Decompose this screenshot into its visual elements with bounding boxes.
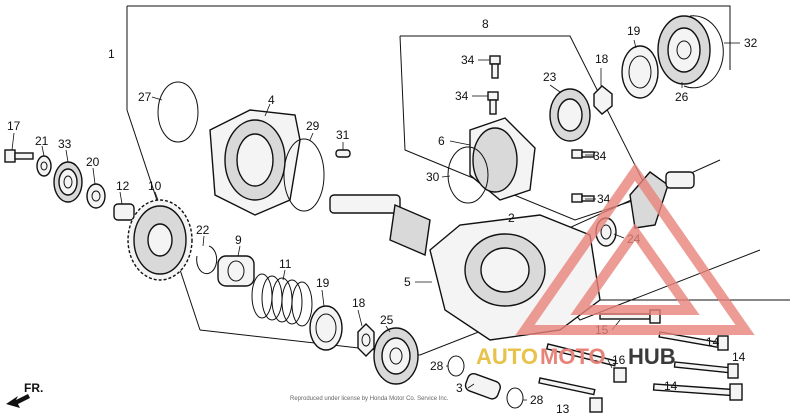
callout-14-a: 14 [706, 335, 720, 349]
callout-26: 26 [675, 90, 689, 104]
callout-11: 11 [279, 257, 292, 271]
front-direction-arrow: FR. [6, 381, 43, 408]
part-12-bushing [113, 191, 135, 221]
callout-8: 8 [482, 17, 489, 31]
part-10-gear [127, 191, 193, 281]
callout-10: 10 [148, 179, 162, 193]
callout-34-b: 34 [455, 89, 469, 103]
part-5-gear-case [415, 214, 601, 341]
part-4-housing [209, 103, 301, 216]
callout-19-lower: 19 [316, 276, 330, 290]
part-32-snap-ring [683, 15, 740, 89]
callout-34-a: 34 [461, 53, 475, 67]
part-21-washer [36, 145, 52, 177]
callout-14-b: 14 [732, 350, 746, 364]
watermark-text-auto: AUTO [476, 344, 538, 369]
callout-5: 5 [404, 275, 411, 289]
callout-3: 3 [456, 381, 463, 395]
callout-31: 31 [336, 128, 350, 142]
callout-30: 30 [426, 170, 440, 184]
callout-34-d: 34 [597, 192, 611, 206]
part-34-bolt-c [571, 149, 595, 159]
part-26-bearing [657, 15, 711, 88]
callout-32: 32 [744, 36, 758, 50]
part-33-bearing [53, 149, 83, 203]
part-6-bearing-holder [449, 117, 536, 201]
callout-34-c: 34 [593, 149, 607, 163]
callout-14-c: 14 [664, 379, 678, 393]
part-34-bolt-d [571, 193, 596, 203]
part-34-bolt-b [472, 91, 499, 115]
part-19-bearing-race-lower [309, 289, 343, 351]
part-28-o-ring-upper [446, 355, 465, 377]
part-34-bolt-a [478, 55, 501, 79]
watermark-text-moto: MOTO [540, 344, 606, 369]
part-22-circlip [196, 235, 218, 275]
part-18-lock-nut-upper [593, 68, 613, 115]
part-27-o-ring [151, 81, 199, 143]
part-13-bolt [538, 377, 603, 413]
assembly-frame-1 [127, 5, 731, 70]
pinion-shaft [329, 194, 431, 257]
callout-2: 2 [508, 211, 515, 225]
watermark-triangle-icon [515, 163, 755, 335]
callout-23: 23 [543, 70, 557, 84]
callout-25: 25 [380, 313, 394, 327]
callout-20: 20 [86, 155, 100, 169]
part-29-o-ring [283, 132, 325, 212]
callout-12: 12 [116, 179, 130, 193]
copyright-text: Reproduced under license by Honda Motor … [290, 396, 449, 402]
part-20-collar [86, 167, 106, 209]
callout-21: 21 [35, 134, 49, 148]
callout-33: 33 [58, 137, 72, 151]
part-19-bearing-race-upper [621, 39, 659, 99]
part-30-o-ring [441, 146, 489, 204]
callout-29: 29 [306, 119, 320, 133]
callout-1: 1 [108, 47, 115, 61]
part-9-sleeve [217, 245, 255, 287]
callout-19-upper: 19 [627, 24, 641, 38]
callout-9: 9 [235, 233, 242, 247]
callout-16: 16 [612, 353, 626, 367]
part-14-bolt-c [652, 383, 743, 401]
callout-18-upper: 18 [595, 52, 609, 66]
part-11-spring [251, 269, 313, 327]
part-14-bolt-b [673, 361, 739, 379]
part-23-bearing [549, 84, 591, 142]
callout-28-lower: 28 [530, 393, 544, 407]
watermark-text-hub: HUB [628, 344, 676, 369]
callout-18-lower: 18 [352, 296, 366, 310]
part-28-o-ring-lower [506, 387, 527, 409]
callout-17: 17 [7, 119, 21, 133]
front-direction-label: FR. [24, 381, 43, 395]
part-18-lock-nut-lower [357, 309, 375, 357]
callout-13: 13 [556, 402, 570, 416]
callout-27: 27 [138, 90, 152, 104]
callout-4: 4 [268, 93, 275, 107]
part-31-dowel-pin [335, 142, 351, 158]
part-3-collar [464, 372, 501, 400]
callout-28-upper: 28 [430, 359, 444, 373]
part-17-bolt [4, 132, 34, 163]
automotohub-watermark: AUTO MOTO HUB [476, 163, 755, 369]
part-16-bolt [545, 343, 627, 383]
callout-22: 22 [196, 223, 210, 237]
part-25-bearing [373, 325, 419, 385]
callout-6: 6 [438, 134, 445, 148]
